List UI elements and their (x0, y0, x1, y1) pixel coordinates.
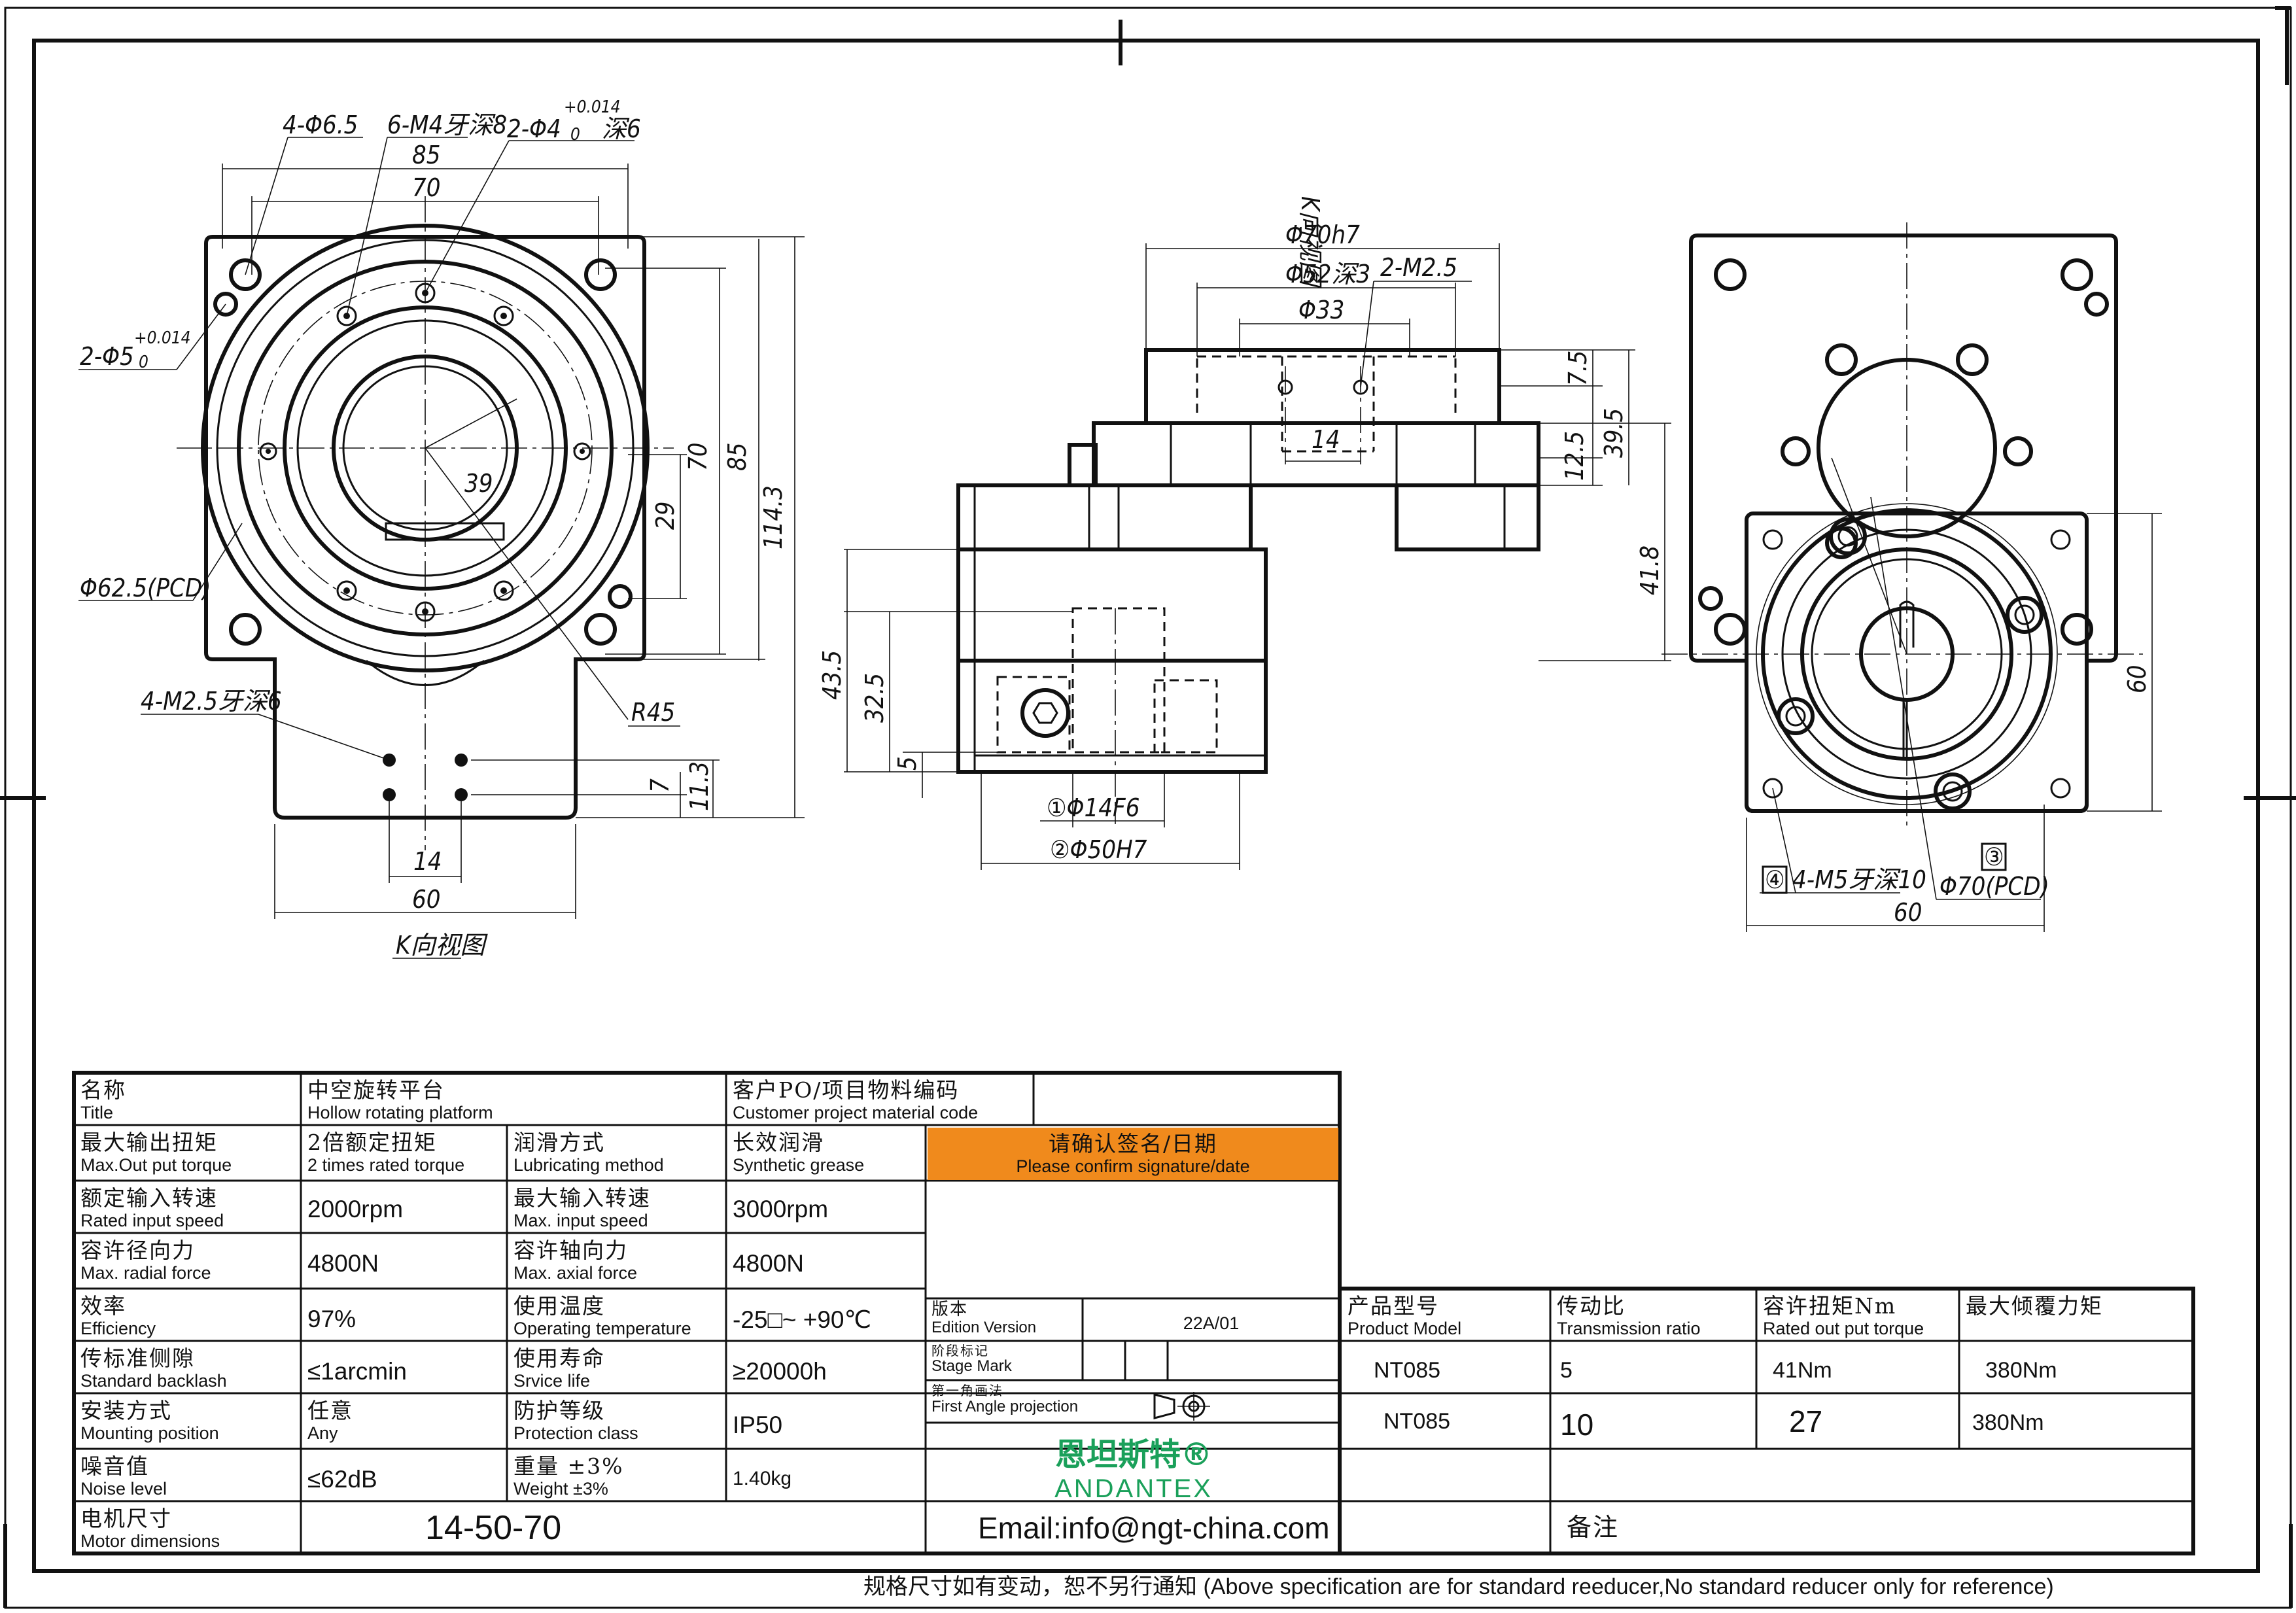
spec-table-grid (72, 1071, 2195, 1555)
dim-d418: 41.8 (1635, 546, 1664, 595)
dim-pcd-rear: Φ70(PCD) (1939, 872, 2049, 901)
dim-pcd-mark: ③ (1984, 842, 2004, 871)
footer-note: 规格尺寸如有变动，恕不另行通知 (Above specification are… (863, 1574, 2054, 1599)
dim-d33: Φ33 (1298, 296, 1344, 324)
dim-holes-large: 4-Φ6.5 (283, 111, 358, 139)
dim-m25: 4-M2.5牙深6 (141, 687, 282, 716)
dim-pin-tol: +0.014 (564, 97, 621, 117)
view-label-k: K向视图 (396, 931, 488, 960)
dim-d113: 11.3 (685, 761, 714, 811)
outer-frame (4, 7, 2292, 1609)
dim-pin2: 2-Φ5 (80, 342, 134, 371)
dim-d50h7: ②Φ50H7 (1050, 835, 1147, 864)
side-view (844, 243, 1671, 870)
dim-d325: 32.5 (860, 673, 889, 723)
dim-r45: R45 (631, 698, 675, 727)
dim-d14: 14 (413, 847, 442, 876)
dim-d75: 7.5 (1563, 351, 1592, 386)
dim-h70: 70 (684, 443, 712, 472)
rear-view-labels: 60 ④ 4-M5牙深10 ③ Φ70(PCD) 60 (1765, 665, 2151, 928)
dim-d435: 43.5 (818, 650, 846, 700)
dim-m5-mark: ④ (1765, 865, 1785, 894)
dim-h114: 114.3 (759, 485, 788, 549)
side-view-labels: K向视图 Φ70h7 Φ52深3 2-M2.5 Φ33 7.5 14 12.5 … (818, 196, 1664, 864)
dim-pin-tol-low: 0 (570, 125, 580, 145)
dim-d395: 39.5 (1599, 408, 1628, 458)
dim-pin2-tol: +0.014 (134, 328, 191, 348)
inner-frame (32, 39, 2260, 1573)
dim-m5: 4-M5牙深10 (1792, 865, 1926, 894)
dim-thread-holes: 6-M4牙深8 (387, 111, 507, 139)
dim-d60h: 60 (1894, 898, 1922, 927)
front-view (78, 137, 805, 959)
dim-pin-holes: 2-Φ4 (507, 114, 561, 143)
dim-r39: 39 (464, 469, 493, 498)
dim-d14f6: ①Φ14F6 (1047, 793, 1139, 822)
dim-pin2-tol-low: 0 (139, 353, 148, 372)
dim-d52: Φ52深3 (1285, 260, 1370, 288)
dim-h29: 29 (651, 502, 680, 530)
dim-d60v: 60 (2123, 665, 2151, 694)
dim-d125: 12.5 (1560, 431, 1589, 481)
dim-pin-depth: 深6 (602, 114, 641, 143)
dim-m25-side: 2-M2.5 (1380, 253, 1457, 282)
dim-pcd: Φ62.5(PCD) (80, 574, 211, 602)
dim-d70h7: Φ70h7 (1285, 220, 1360, 249)
dim-h85: 85 (723, 443, 752, 472)
dim-d7: 7 (646, 778, 674, 793)
dim-w70: 70 (412, 173, 441, 202)
dim-d5: 5 (893, 756, 922, 771)
dim-d60: 60 (412, 885, 441, 914)
dim-d14h: 14 (1312, 425, 1340, 454)
view-label-k-side: K向视图 (1296, 196, 1325, 288)
rear-view (1661, 222, 2162, 932)
dim-w85: 85 (412, 141, 441, 169)
front-view-labels: 4-Φ6.5 6-M4牙深8 2-Φ4 +0.014 0 深6 2-Φ5 +0.… (80, 97, 788, 960)
